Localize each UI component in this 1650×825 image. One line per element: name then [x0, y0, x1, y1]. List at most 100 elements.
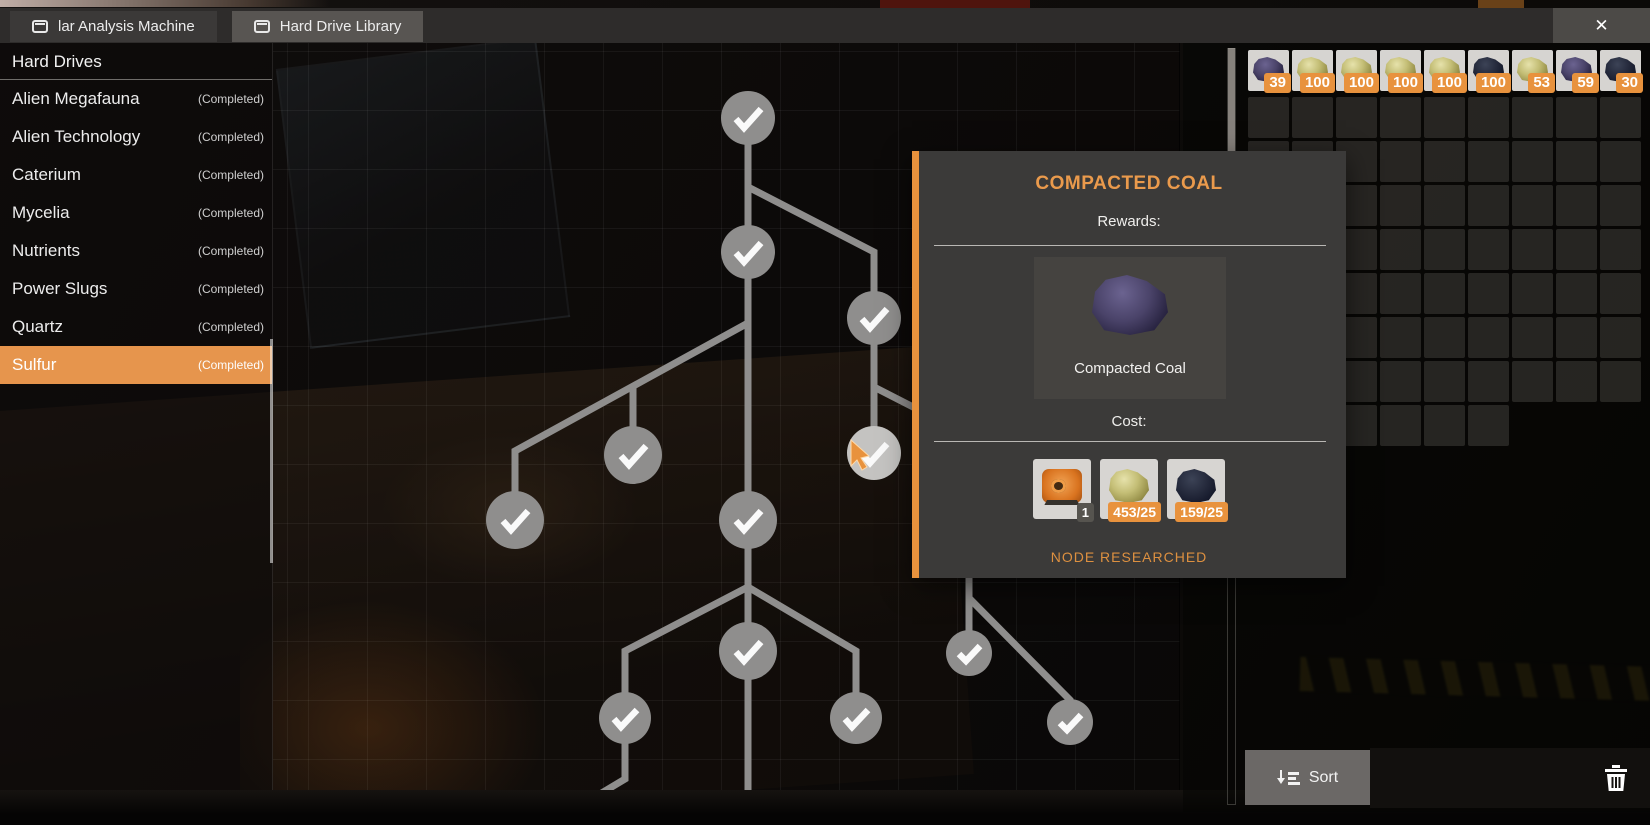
inventory-slot-empty[interactable] [1512, 141, 1553, 182]
inventory-slot-empty[interactable] [1556, 185, 1597, 226]
inventory-slot-empty[interactable] [1468, 229, 1509, 270]
item-count-badge: 59 [1572, 73, 1599, 93]
tab[interactable]: lar Analysis Machine [10, 11, 217, 42]
sidebar-item[interactable]: Alien Technology (Completed) [0, 118, 272, 156]
research-node[interactable] [599, 692, 651, 744]
inventory-slot[interactable]: 39 [1248, 50, 1291, 93]
inventory-slot-empty[interactable] [1424, 273, 1465, 314]
inventory-slot[interactable]: 59 [1556, 50, 1599, 93]
inventory-slot[interactable]: 100 [1336, 50, 1379, 93]
sidebar-item-status: (Completed) [197, 320, 264, 334]
research-tree [486, 91, 1093, 790]
inventory-slot-empty[interactable] [1424, 185, 1465, 226]
sort-button[interactable]: Sort [1245, 750, 1370, 805]
sidebar-item-label: Alien Technology [12, 127, 141, 146]
inventory-slot-empty[interactable] [1380, 317, 1421, 358]
tab-label: lar Analysis Machine [58, 18, 195, 35]
research-node[interactable] [721, 225, 775, 279]
sidebar-item[interactable]: Sulfur (Completed) [0, 346, 272, 384]
inventory-slot-empty[interactable] [1468, 273, 1509, 314]
inventory-slot-empty[interactable] [1600, 361, 1641, 402]
inventory-slot-empty[interactable] [1600, 229, 1641, 270]
inventory-slot-empty[interactable] [1468, 317, 1509, 358]
tab-bar: lar Analysis Machine Hard Drive Library [0, 11, 424, 42]
inventory-slot-empty[interactable] [1512, 229, 1553, 270]
inventory-slot-empty[interactable] [1380, 141, 1421, 182]
sidebar-item-label: Sulfur [12, 355, 57, 374]
research-node[interactable] [847, 291, 901, 345]
close-segment: ✕ [1553, 8, 1650, 43]
research-node[interactable] [719, 622, 777, 680]
inventory-slot-empty[interactable] [1556, 273, 1597, 314]
inventory-slot-empty[interactable] [1380, 229, 1421, 270]
research-node[interactable] [830, 692, 882, 744]
inventory-slot-empty[interactable] [1556, 229, 1597, 270]
inventory-slot-empty[interactable] [1424, 317, 1465, 358]
inventory-slot-empty[interactable] [1512, 317, 1553, 358]
inventory-slot-empty[interactable] [1380, 361, 1421, 402]
inventory-slot-empty[interactable] [1600, 273, 1641, 314]
inventory-slot-empty[interactable] [1424, 141, 1465, 182]
cost-item: 453/25 [1100, 459, 1161, 522]
inventory-slot[interactable]: 100 [1292, 50, 1335, 93]
inventory-slot-empty[interactable] [1468, 97, 1509, 138]
sidebar-item[interactable]: Alien Megafauna (Completed) [0, 80, 272, 118]
research-node[interactable] [721, 91, 775, 145]
scene-orange-sliver [1478, 0, 1524, 8]
inventory-slot[interactable]: 100 [1380, 50, 1423, 93]
inventory-slot-empty[interactable] [1556, 361, 1597, 402]
item-count-badge: 53 [1528, 73, 1555, 93]
inventory-slot-empty[interactable] [1512, 361, 1553, 402]
research-node[interactable] [719, 491, 777, 549]
inventory-slot-empty[interactable] [1600, 97, 1641, 138]
inventory-slot-empty[interactable] [1556, 141, 1597, 182]
inventory-slot-empty[interactable] [1600, 317, 1641, 358]
cost-item-count-badge: 453/25 [1108, 502, 1161, 522]
inventory-slot-empty[interactable] [1336, 97, 1377, 138]
inventory-slot-empty[interactable] [1424, 361, 1465, 402]
sidebar-item-status: (Completed) [197, 92, 264, 106]
sidebar-item-status: (Completed) [197, 206, 264, 220]
inventory-slot[interactable]: 100 [1424, 50, 1467, 93]
inventory-slot-empty[interactable] [1468, 405, 1509, 446]
inventory-slot-empty[interactable] [1556, 317, 1597, 358]
research-node-hovered[interactable] [847, 426, 901, 480]
sidebar-item[interactable]: Caterium (Completed) [0, 156, 272, 194]
sidebar-item[interactable]: Power Slugs (Completed) [0, 270, 272, 308]
research-node[interactable] [946, 630, 992, 676]
inventory-slot-empty[interactable] [1380, 273, 1421, 314]
research-node[interactable] [604, 426, 662, 484]
inventory-slot[interactable]: 53 [1512, 50, 1555, 93]
inventory-slot-empty[interactable] [1556, 97, 1597, 138]
research-node[interactable] [1047, 699, 1093, 745]
item-count-badge: 100 [1431, 73, 1467, 93]
inventory-slot-empty[interactable] [1380, 97, 1421, 138]
inventory-slot-empty[interactable] [1424, 229, 1465, 270]
tab[interactable]: Hard Drive Library [231, 11, 424, 42]
inventory-slot-empty[interactable] [1468, 141, 1509, 182]
research-node[interactable] [486, 491, 544, 549]
inventory-slot-empty[interactable] [1512, 185, 1553, 226]
sidebar-item[interactable]: Mycelia (Completed) [0, 194, 272, 232]
scene-light-sliver [0, 0, 330, 7]
inventory-slot[interactable]: 30 [1600, 50, 1643, 93]
inventory-slot-empty[interactable] [1248, 97, 1289, 138]
inventory-slot-empty[interactable] [1292, 97, 1333, 138]
cost-item: 159/25 [1167, 459, 1228, 522]
inventory-slot-empty[interactable] [1468, 185, 1509, 226]
inventory-slot-empty[interactable] [1424, 405, 1465, 446]
sidebar-scrollbar-thumb[interactable] [270, 339, 273, 563]
inventory-slot-empty[interactable] [1468, 361, 1509, 402]
inventory-slot-empty[interactable] [1380, 185, 1421, 226]
inventory-slot-empty[interactable] [1512, 273, 1553, 314]
inventory-slot[interactable]: 100 [1468, 50, 1511, 93]
inventory-slot-empty[interactable] [1600, 185, 1641, 226]
sidebar-item[interactable]: Nutrients (Completed) [0, 232, 272, 270]
inventory-slot-empty[interactable] [1380, 405, 1421, 446]
inventory-slot-empty[interactable] [1512, 97, 1553, 138]
trash-button[interactable] [1596, 759, 1636, 797]
close-button[interactable]: ✕ [1594, 15, 1609, 35]
inventory-slot-empty[interactable] [1424, 97, 1465, 138]
sidebar-item[interactable]: Quartz (Completed) [0, 308, 272, 346]
inventory-slot-empty[interactable] [1600, 141, 1641, 182]
